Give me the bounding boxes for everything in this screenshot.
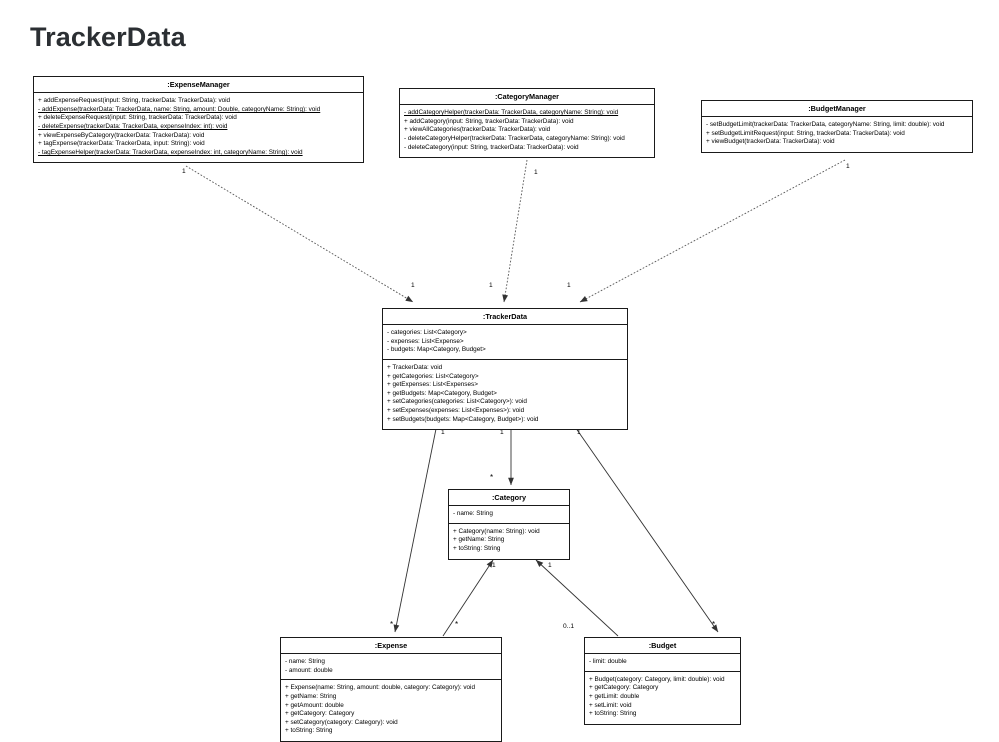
operation: + viewExpenseByCategory(trackerData: Tra… — [38, 131, 205, 139]
attribute: - name: String — [453, 510, 493, 518]
class-name-tracker-data: :TrackerData — [383, 309, 627, 326]
edge-budgetmanager-trackerdata — [579, 159, 846, 303]
class-operations-expense-manager: + addExpenseRequest(input: String, track… — [34, 93, 363, 162]
multiplicity-category-from-budget: 1 — [548, 562, 552, 569]
multiplicity-trackerdata-to-expense: 1 — [441, 429, 445, 436]
class-box-category[interactable]: :Category - name: String + Category(name… — [448, 489, 570, 560]
multiplicity-budget-to-category: 0..1 — [563, 623, 574, 630]
operation: + toString: String — [453, 545, 501, 553]
operation: + deleteExpenseRequest(input: String, tr… — [38, 114, 237, 122]
class-box-budget-manager[interactable]: :BudgetManager - setBudgetLimit(trackerD… — [701, 100, 973, 154]
class-box-budget[interactable]: :Budget - limit: double + Budget(categor… — [584, 637, 741, 725]
class-box-tracker-data[interactable]: :TrackerData - categories: List<Category… — [382, 308, 628, 431]
multiplicity-trackerdata-from-expensemanager: 1 — [411, 282, 415, 289]
class-attributes-category: - name: String — [449, 506, 569, 524]
multiplicity-trackerdata-to-budget: 1 — [577, 429, 581, 436]
operation: + tagExpense(trackerData: TrackerData, i… — [38, 140, 205, 148]
operation: + Expense(name: String, amount: double, … — [285, 684, 475, 692]
attribute: - categories: List<Category> — [387, 329, 467, 337]
multiplicity-expense-to-category: * — [455, 620, 459, 629]
operation: - deleteExpense(trackerData: TrackerData… — [38, 123, 228, 131]
operation: + getCategory: Category — [589, 684, 659, 692]
operation: - deleteCategoryHelper(trackerData: Trac… — [404, 135, 625, 143]
edge-trackerdata-budget — [572, 423, 719, 633]
class-name-expense: :Expense — [281, 638, 501, 655]
operation: + getExpenses: List<Expenses> — [387, 381, 478, 389]
class-box-expense-manager[interactable]: :ExpenseManager + addExpenseRequest(inpu… — [33, 76, 364, 164]
multiplicity-expensemanager-source: 1 — [182, 168, 186, 175]
multiplicity-trackerdata-from-budgetmanager: 1 — [567, 282, 571, 289]
operation: + TrackerData: void — [387, 364, 443, 372]
edge-budget-category — [535, 559, 619, 637]
multiplicity-trackerdata-to-category: 1 — [500, 429, 504, 436]
multiplicity-category-from-expense: 1 — [492, 562, 496, 569]
class-operations-tracker-data: + TrackerData: void + getCategories: Lis… — [383, 360, 627, 429]
class-box-category-manager[interactable]: :CategoryManager - addCategoryHelper(tra… — [399, 88, 655, 159]
class-name-category-manager: :CategoryManager — [400, 89, 654, 106]
class-attributes-expense: - name: String - amount: double — [281, 654, 501, 681]
class-name-budget-manager: :BudgetManager — [702, 101, 972, 118]
operation: - addCategoryHelper(trackerData: Tracker… — [404, 109, 619, 117]
multiplicity-categorymanager-source: 1 — [534, 169, 538, 176]
operation: + setCategory(category: Category): void — [285, 718, 398, 726]
operation: + getName: String — [285, 693, 337, 701]
operation: - setBudgetLimit(trackerData: TrackerDat… — [706, 121, 945, 129]
attribute: - budgets: Map<Category, Budget> — [387, 346, 486, 354]
edge-trackerdata-expense — [393, 423, 438, 633]
operation: - tagExpenseHelper(trackerData: TrackerD… — [38, 148, 303, 156]
attribute: - expenses: List<Expense> — [387, 337, 464, 345]
operation: + getBudgets: Map<Category, Budget> — [387, 389, 497, 397]
operation: + getCategory: Category — [285, 710, 355, 718]
class-operations-budget-manager: - setBudgetLimit(trackerData: TrackerDat… — [702, 117, 972, 152]
operation: + setBudgets(budgets: Map<Category, Budg… — [387, 415, 539, 423]
multiplicity-budget-from-trackerdata: * — [712, 620, 716, 629]
operation: + getLimit: double — [589, 693, 640, 701]
operation: + setLimit: void — [589, 701, 632, 709]
page-title: TrackerData — [30, 22, 186, 52]
multiplicity-trackerdata-from-categorymanager: 1 — [489, 282, 493, 289]
attribute: - name: String — [285, 658, 325, 666]
operation: + getCategories: List<Category> — [387, 372, 479, 380]
operation: + getAmount: double — [285, 701, 344, 709]
edge-categorymanager-trackerdata — [502, 159, 528, 303]
operation: + getName: String — [453, 536, 505, 544]
operation: + Budget(category: Category, limit: doub… — [589, 675, 725, 683]
class-operations-expense: + Expense(name: String, amount: double, … — [281, 680, 501, 741]
class-operations-category-manager: - addCategoryHelper(trackerData: Tracker… — [400, 105, 654, 157]
multiplicity-category-from-trackerdata: * — [490, 473, 494, 482]
operation: + setCategories(categories: List<Categor… — [387, 398, 527, 406]
operation: + Category(name: String): void — [453, 527, 540, 535]
attribute: - amount: double — [285, 666, 333, 674]
class-box-expense[interactable]: :Expense - name: String - amount: double… — [280, 637, 502, 742]
operation: + addCategory(input: String, trackerData… — [404, 117, 574, 125]
class-operations-category: + Category(name: String): void + getName… — [449, 524, 569, 559]
multiplicity-budgetmanager-source: 1 — [846, 163, 850, 170]
edge-expensemanager-trackerdata — [185, 165, 414, 303]
operation: - addExpense(trackerData: TrackerData, n… — [38, 105, 321, 113]
operation: - deleteCategory(input: String, trackerD… — [404, 143, 579, 151]
class-operations-budget: + Budget(category: Category, limit: doub… — [585, 672, 740, 724]
operation: + viewBudget(trackerData: TrackerData): … — [706, 138, 835, 146]
operation: + viewAllCategories(trackerData: Tracker… — [404, 126, 551, 134]
class-attributes-tracker-data: - categories: List<Category> - expenses:… — [383, 325, 627, 361]
attribute: - limit: double — [589, 658, 627, 666]
class-name-expense-manager: :ExpenseManager — [34, 77, 363, 94]
operation: + toString: String — [589, 710, 637, 718]
class-name-category: :Category — [449, 490, 569, 507]
operation: + addExpenseRequest(input: String, track… — [38, 97, 231, 105]
class-attributes-budget: - limit: double — [585, 654, 740, 672]
operation: + setExpenses(expenses: List<Expenses>):… — [387, 407, 525, 415]
class-name-budget: :Budget — [585, 638, 740, 655]
operation: + toString: String — [285, 727, 333, 735]
edge-expense-category — [442, 559, 494, 637]
operation: + setBudgetLimitRequest(input: String, t… — [706, 129, 905, 137]
multiplicity-expense-from-trackerdata: * — [390, 620, 394, 629]
